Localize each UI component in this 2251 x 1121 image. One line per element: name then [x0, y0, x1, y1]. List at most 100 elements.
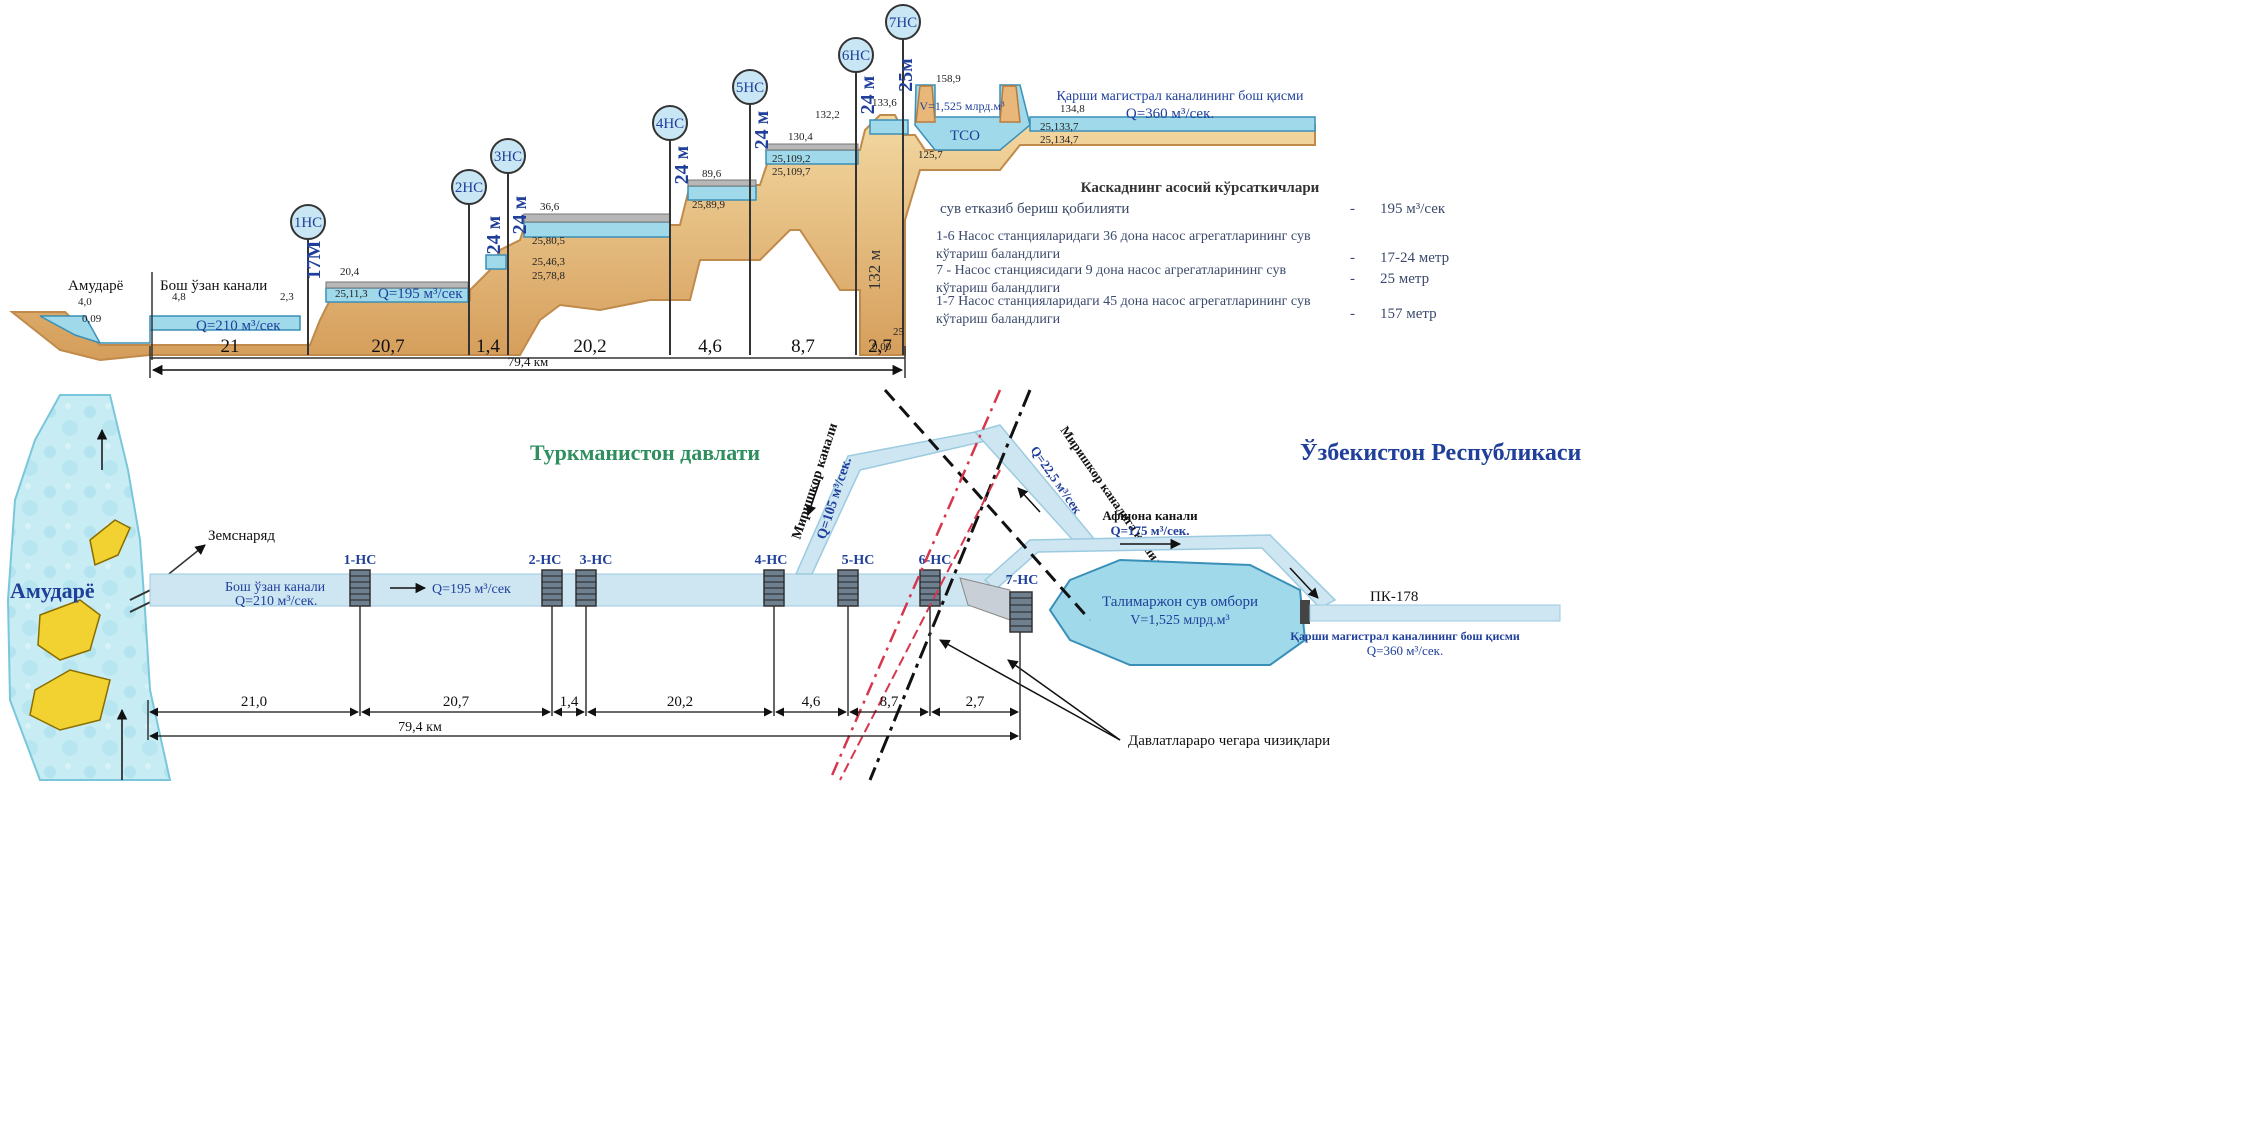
pump-station-7[interactable]: 7-НС	[1006, 573, 1039, 633]
plan-segment: 2,7	[966, 694, 985, 710]
pump-station-3[interactable]: 3-НС	[575, 553, 612, 607]
level-mark: 130,4	[788, 131, 813, 143]
canal-flow2-plan: Q=195 м³/сек	[432, 582, 511, 597]
characteristics-title: Каскаднинг асосий кўрсаткичлари	[1081, 180, 1320, 196]
pump-station-5[interactable]: 5-НС	[837, 553, 874, 607]
pool-6	[869, 119, 909, 135]
level-mark: 25,46,3	[532, 256, 566, 268]
river-water-profile	[39, 315, 301, 344]
station-pin-label: 6НС	[842, 48, 870, 64]
plan-segment: 4,6	[802, 694, 821, 710]
main-canal-flow: Q=360 м³/сек.	[1126, 106, 1214, 122]
flow-label: Q=195 м³/сек	[378, 286, 463, 302]
pk-label: ПК-178	[1370, 589, 1418, 605]
canal-label-profile: Бош ўзан канали	[160, 278, 267, 294]
station-pin-1	[290, 204, 326, 240]
char-row-value: 25 метр	[1380, 271, 1429, 287]
canal-label-plan: Бош ўзан канали	[225, 580, 326, 595]
station-pin-label: 2НС	[455, 180, 483, 196]
plan-view: Амударё Туркманистон давлати Ўзбекистон …	[6, 389, 1581, 781]
station-label: 2-НС	[529, 553, 562, 568]
char-row-dash: -	[1350, 271, 1355, 287]
station-pin-7	[885, 4, 921, 40]
station-pin-5	[732, 69, 768, 105]
station-pin-3	[490, 138, 526, 174]
level-mark: 25,89,9	[692, 199, 726, 211]
lift-height: 24 м	[483, 216, 505, 255]
station-pin-label: 1НС	[294, 215, 322, 231]
level-mark: 133,6	[872, 97, 897, 109]
longitudinal-profile: 1НС 17М 2НС 24 м 3НС 24 м 4НС 24 м 5НС 2…	[9, 4, 1316, 378]
plan-segment: 21,0	[241, 694, 267, 710]
station-pin-label: 5НС	[736, 80, 764, 96]
country-right: Ўзбекистон Республикаси	[1300, 440, 1581, 466]
station-pin-label: 4НС	[656, 116, 684, 132]
char-row-value: 157 метр	[1380, 306, 1437, 322]
pump-station-1[interactable]: 1-НС	[344, 553, 377, 607]
pool-4	[687, 185, 757, 201]
pool-2	[485, 254, 507, 270]
reservoir-volume-plan: V=1,525 млрд.м³	[1130, 613, 1229, 628]
level-mark: 134,8	[1060, 103, 1085, 115]
reservoir-label: ТСО	[950, 128, 980, 144]
plan-segment: 20,7	[443, 694, 470, 710]
main-canal-profile	[1029, 116, 1316, 132]
level-mark: 2,3	[280, 291, 294, 303]
segment-length: 21	[221, 336, 240, 357]
level-mark: 36,6	[540, 201, 560, 213]
level-mark: 25,109,2	[772, 153, 811, 165]
total-length-profile: 79,4 км	[508, 354, 549, 369]
reservoir-plan	[1048, 558, 1307, 666]
pump-station-2[interactable]: 2-НС	[529, 553, 563, 607]
level-mark: 89,6	[702, 168, 722, 180]
station-pin-6	[838, 37, 874, 73]
segment-length: 1,4	[476, 336, 500, 357]
karshi-label: Қарши магистрал каналининг бош қисми	[1290, 629, 1520, 643]
profile-dimensions: 21 20,7 1,4 20,2 4,6 8,7 2,7 79,4 км	[149, 336, 906, 378]
station-pins: 1НС 17М 2НС 24 м 3НС 24 м 4НС 24 м 5НС 2…	[290, 4, 921, 355]
level-marks: 4,0 0,09 4,8 2,3 20,4 25,11,3 36,6 25,46…	[78, 73, 1085, 353]
lift-height: 24 м	[751, 111, 773, 150]
afshona-flow: Q=175 м³/сек.	[1110, 523, 1189, 538]
level-mark: 158,9	[936, 73, 961, 85]
station-pin-2	[451, 169, 487, 205]
level-mark: 4,8	[172, 291, 186, 303]
level-mark: 25,109,7	[772, 166, 811, 178]
level-mark: 125,7	[918, 149, 943, 161]
level-mark: 0,09	[82, 313, 102, 325]
station-label: 1-НС	[344, 553, 377, 568]
reservoir-volume: V=1,525 млрд.м³	[919, 99, 1005, 113]
main-canal-label: Қарши магистрал каналининг бош қисми	[1057, 89, 1304, 104]
plan-segment: 20,2	[667, 694, 693, 710]
station-pin-label: 7НС	[889, 15, 917, 31]
segment-length: 20,2	[573, 336, 606, 357]
station-blocks: 1-НС 2-НС 3-НС 4-НС 5-НС	[344, 553, 1039, 633]
country-left: Туркманистон давлати	[530, 440, 760, 465]
island	[37, 599, 101, 661]
level-mark: 25,134,7	[1040, 134, 1079, 146]
station-pin-4	[652, 105, 688, 141]
flow-label: Q=210 м³/сек	[196, 318, 281, 334]
pump-station-4[interactable]: 4-НС	[755, 553, 788, 607]
border-label: Давлатлараро чегара чизиқлари	[1128, 733, 1330, 749]
lift-height: 24 м	[509, 196, 531, 235]
river-label-plan: Амударё	[10, 578, 95, 603]
island	[89, 519, 131, 567]
level-mark: 132,2	[815, 109, 840, 121]
station-pin-label: 3НС	[494, 149, 522, 165]
level-mark: 20,4	[340, 266, 360, 278]
char-row-dash: -	[1350, 201, 1355, 217]
level-mark: 25,80,5	[532, 235, 566, 247]
island	[29, 669, 111, 731]
char-row-label: сув етказиб бериш қобилияти	[940, 201, 1129, 217]
level-mark: 25,133,7	[1040, 121, 1079, 133]
char-row-dash: -	[1350, 306, 1355, 322]
lift-height: 24 м	[857, 76, 879, 115]
plan-total-length: 79,4 км	[398, 720, 442, 735]
plan-dimensions: 21,0 20,7 1,4 20,2 4,6 8,7 2,7 79,4 км	[147, 606, 1021, 741]
plan-segment: 1,4	[560, 694, 579, 710]
station-label: 6-НС	[919, 553, 952, 568]
karshi-flow: Q=360 м³/сек.	[1367, 643, 1443, 658]
segment-length: 8,7	[791, 336, 815, 357]
